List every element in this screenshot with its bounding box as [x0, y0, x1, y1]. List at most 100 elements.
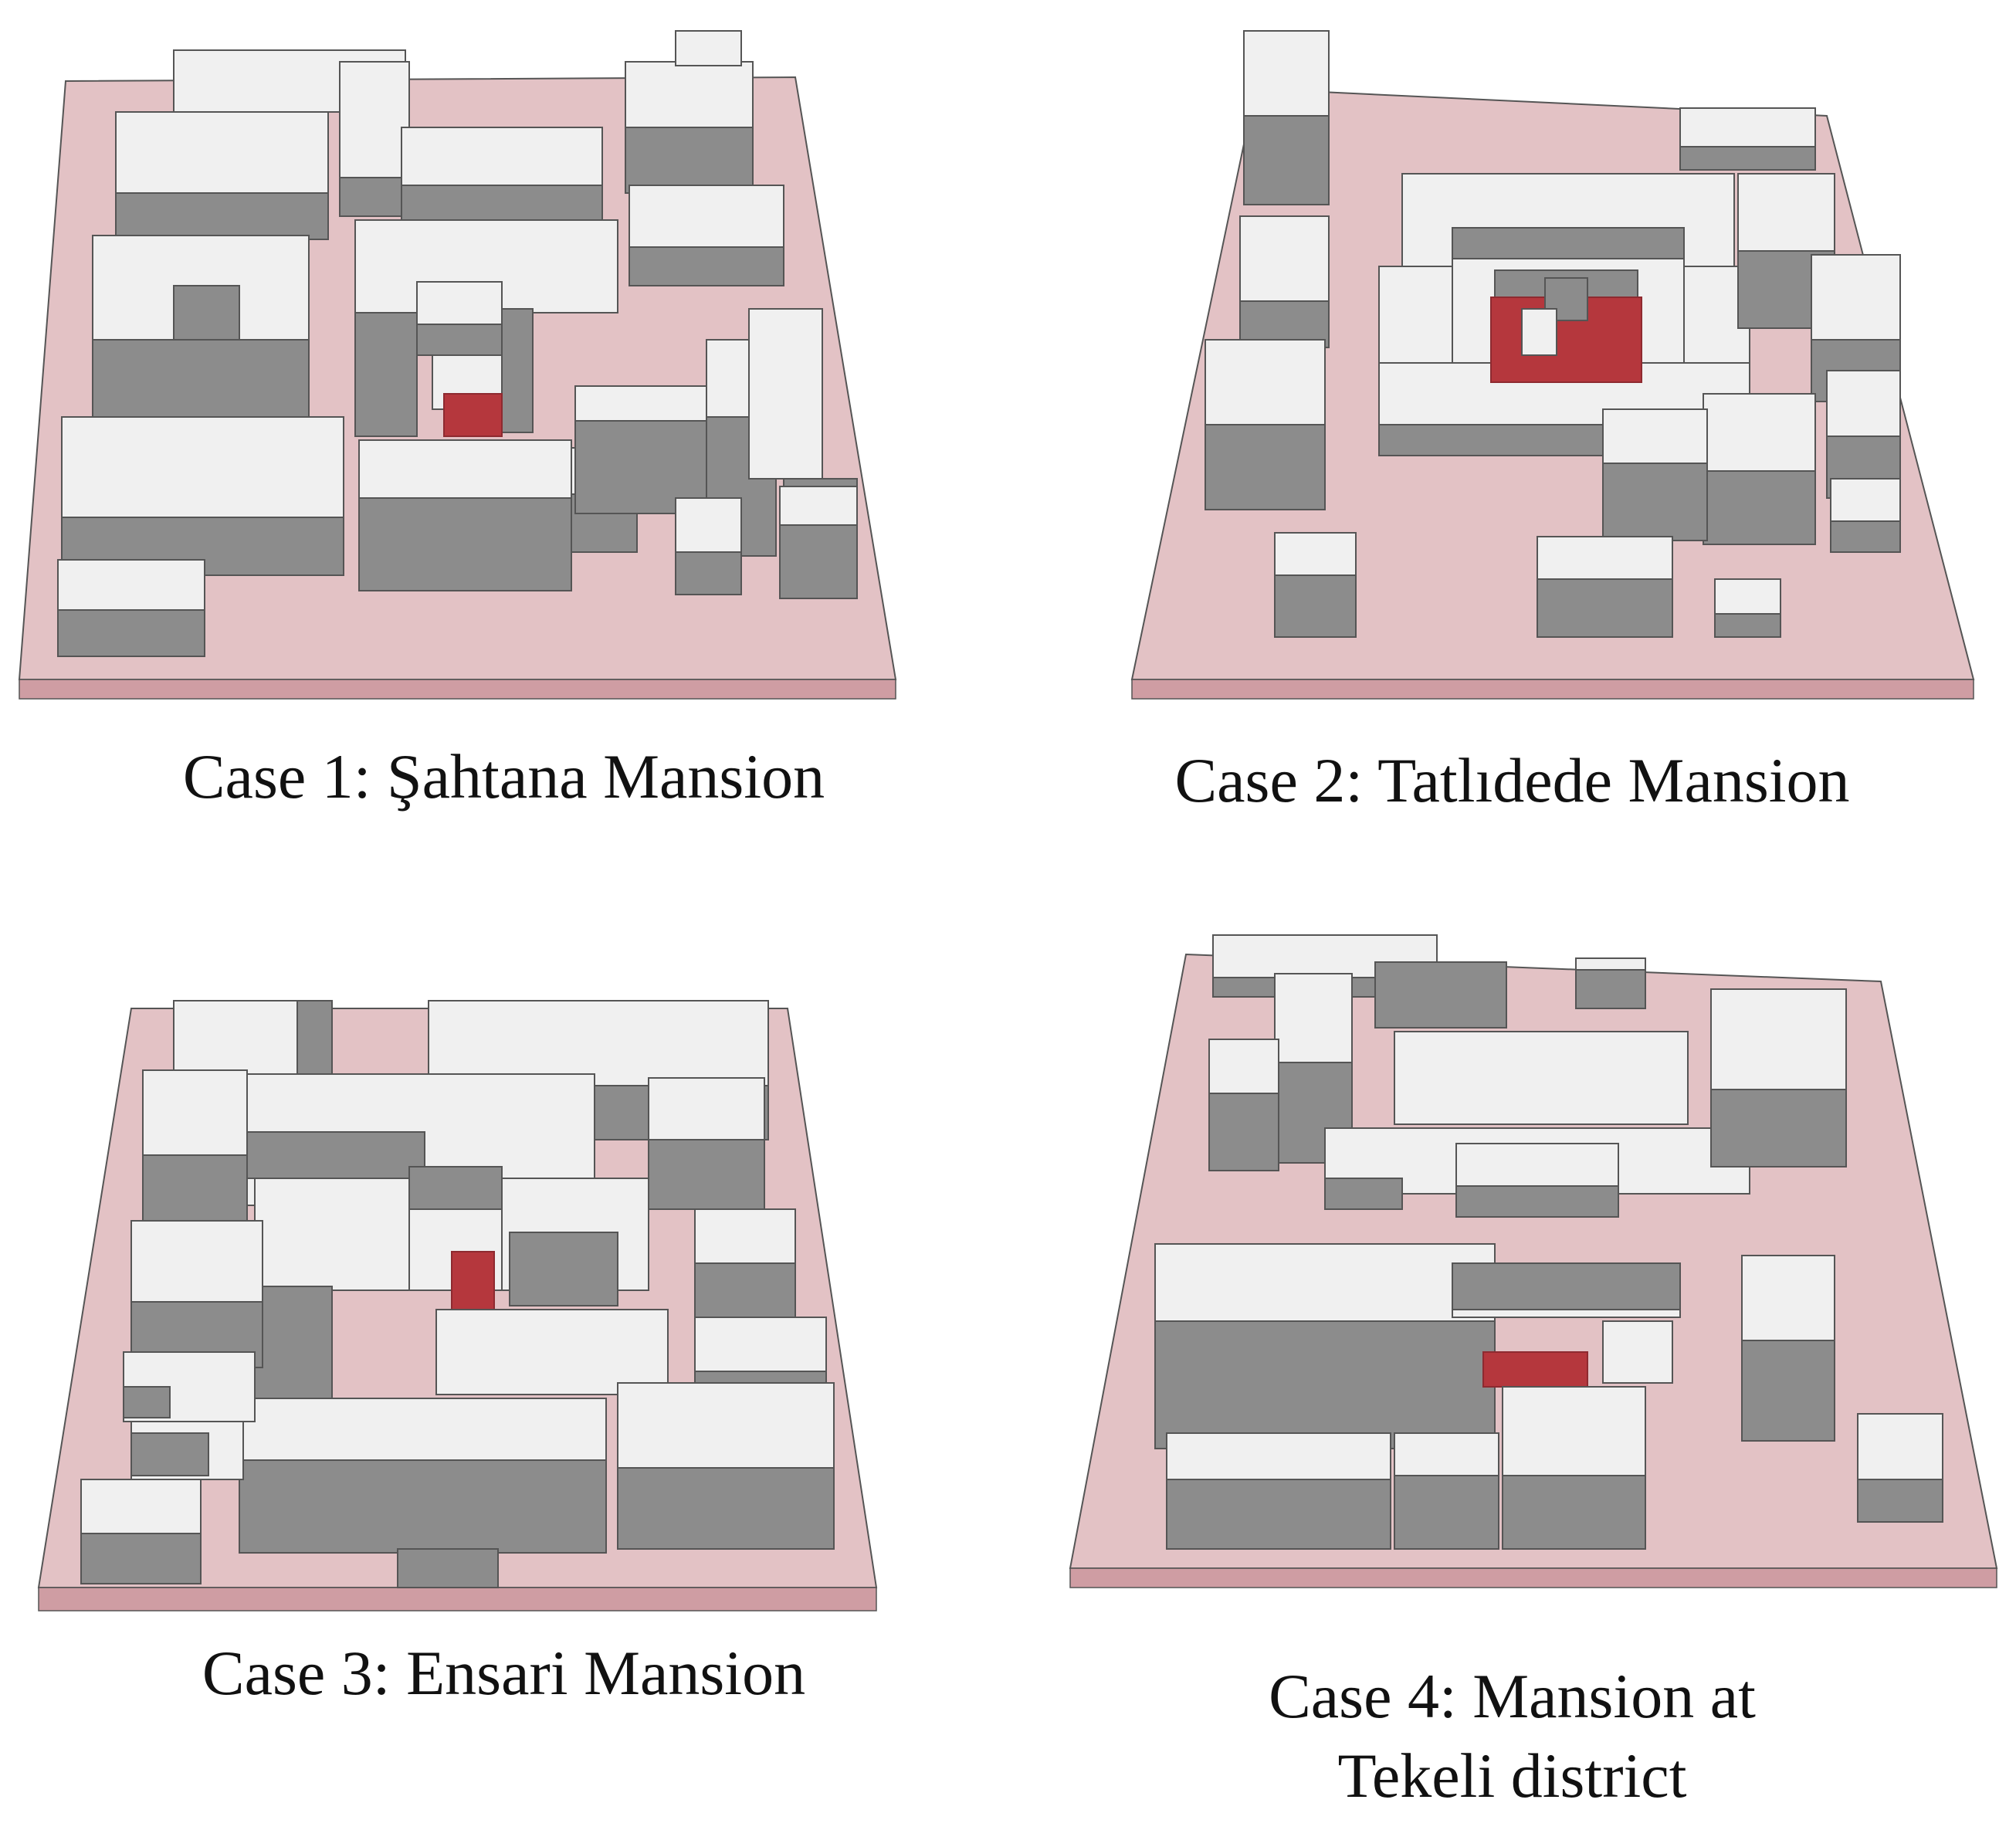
mansion-roof [443, 393, 503, 437]
building [1537, 536, 1673, 580]
building-wall [1324, 1178, 1403, 1210]
building-wall [354, 312, 418, 437]
building [1710, 988, 1847, 1090]
building [1205, 339, 1326, 425]
case-1-caption: Case 1: Şahtana Mansion [0, 737, 1008, 817]
building [358, 439, 572, 499]
case-3-model [37, 1000, 878, 1611]
building [435, 1309, 669, 1395]
building [1602, 408, 1708, 464]
building [1243, 30, 1330, 117]
building [629, 185, 784, 248]
building-wall [1857, 1479, 1943, 1523]
building-wall [1679, 146, 1816, 171]
building [1714, 578, 1781, 615]
building [675, 497, 742, 553]
building [675, 30, 742, 66]
building-wall [239, 1459, 607, 1554]
building [1737, 173, 1835, 252]
building [617, 1382, 835, 1469]
building [401, 127, 603, 194]
building-wall [1502, 1475, 1646, 1550]
building [1826, 370, 1901, 437]
case-2-panel: Case 2: Tatlıdede Mansion [1008, 0, 2016, 924]
buildings [1154, 934, 1943, 1550]
caption-line-1: Case 2: Tatlıdede Mansion [1174, 745, 1850, 815]
case-2-caption: Case 2: Tatlıdede Mansion [1008, 741, 2016, 821]
building-wall [779, 524, 858, 599]
building [1830, 478, 1901, 522]
building-wall [397, 1548, 499, 1588]
building [80, 1479, 202, 1534]
building-wall [130, 1432, 209, 1476]
building-wall [57, 609, 205, 657]
building [748, 308, 823, 480]
building [1274, 532, 1357, 576]
building-wall [625, 127, 754, 194]
building [1602, 1320, 1673, 1384]
building-wall [1208, 1093, 1279, 1171]
building-wall [123, 1386, 171, 1418]
case-1-model [18, 30, 897, 700]
building-wall [115, 192, 329, 240]
building-wall [1710, 1089, 1847, 1168]
building-wall [1166, 1479, 1391, 1550]
buildings [57, 30, 858, 657]
building [1811, 254, 1901, 341]
building-wall [254, 1286, 333, 1415]
building-wall [416, 324, 503, 356]
building-wall [501, 308, 534, 433]
building-wall [358, 497, 572, 591]
building [779, 486, 858, 526]
caption-line-1: Case 4: Mansion at [1269, 1661, 1756, 1731]
ground-edge [1069, 1567, 1997, 1588]
building-wall [80, 1533, 202, 1584]
buildings [1205, 30, 1901, 638]
building-wall [1741, 1340, 1835, 1442]
case-2-model [1130, 30, 1975, 700]
case-4-model [1069, 934, 1998, 1588]
building-wall [617, 1467, 835, 1550]
building-wall [1575, 969, 1646, 1009]
caption-line-1: Case 3: Ensari Mansion [202, 1638, 806, 1708]
building [1857, 1413, 1943, 1480]
case-4-caption: Case 4: Mansion at Tekeli district [1008, 1657, 2016, 1815]
case-4-panel: Case 4: Mansion at Tekeli district [1008, 924, 2016, 1847]
building-wall [629, 246, 784, 286]
building-wall [1394, 1475, 1499, 1550]
building-wall [1243, 115, 1330, 205]
case-3-panel: Case 3: Ensari Mansion [0, 924, 1008, 1847]
building-wall [1452, 1262, 1681, 1310]
building-wall [1830, 520, 1901, 553]
building-wall [648, 1139, 765, 1210]
building-wall [1274, 574, 1357, 638]
building-wall [92, 339, 310, 418]
ground-edge [19, 679, 896, 700]
building-wall [339, 177, 410, 217]
building-wall [296, 1000, 333, 1075]
building-wall [1154, 1320, 1496, 1449]
building-wall [694, 1262, 796, 1318]
building-wall [1205, 424, 1326, 510]
ground-edge [1131, 679, 1974, 700]
ground-edge [38, 1587, 877, 1611]
building [1741, 1255, 1835, 1341]
building [1502, 1386, 1646, 1476]
building [1394, 1031, 1689, 1125]
building-wall [1455, 1185, 1619, 1218]
building-wall [142, 1154, 248, 1233]
building-wall [1714, 613, 1781, 638]
buildings [80, 1000, 835, 1588]
building-wall [1703, 470, 1816, 545]
building-wall [1374, 961, 1507, 1029]
case-3-caption: Case 3: Ensari Mansion [0, 1634, 1008, 1713]
building [57, 559, 205, 611]
building-wall [408, 1166, 503, 1210]
mansion-roof [1482, 1351, 1588, 1388]
building [1166, 1432, 1391, 1480]
building-wall [246, 1131, 425, 1179]
caption-line-2: Tekeli district [1337, 1740, 1687, 1811]
building [1394, 1432, 1499, 1476]
building [173, 1000, 298, 1075]
building-wall [1602, 463, 1708, 541]
